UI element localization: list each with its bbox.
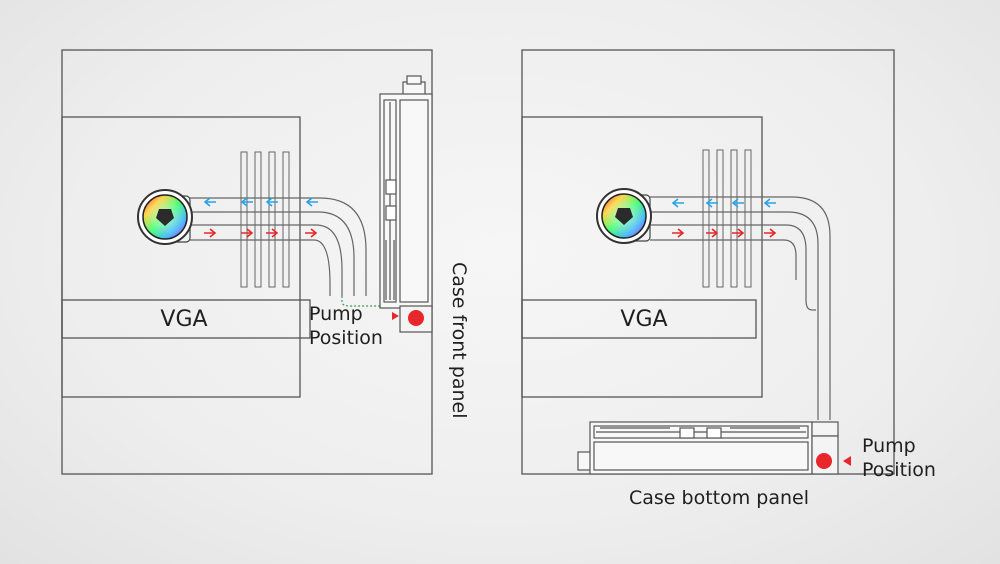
ram-slots-right — [702, 149, 752, 288]
front-radiator — [379, 75, 433, 309]
supply-flow-arrows-right — [672, 228, 777, 238]
cpu-pump-head-right — [596, 188, 652, 244]
bottom-mount-diagram — [521, 49, 895, 475]
pump-label-line2: Position — [309, 327, 383, 349]
bottom-radiator — [577, 421, 813, 475]
vga-card-right — [521, 299, 757, 339]
front-pump-marker — [392, 305, 433, 333]
coolant-tubes — [190, 197, 392, 307]
supply-flow-arrows — [204, 228, 318, 238]
pump-label-line1-right: Pump — [862, 435, 916, 457]
coolant-tubes-right — [650, 196, 831, 420]
front-mount-diagram — [61, 49, 433, 475]
cpu-pump-head — [137, 189, 193, 245]
case-bottom-panel-label: Case bottom panel — [629, 487, 810, 509]
pump-position-label: Pump Position — [309, 302, 383, 350]
vga-card — [61, 299, 311, 339]
motherboard-outline — [61, 116, 301, 398]
ram-slots — [240, 151, 290, 288]
vga-label-right: VGA — [620, 307, 668, 332]
return-flow-arrows-right — [671, 198, 776, 208]
pump-label-line1: Pump — [309, 303, 363, 325]
return-flow-arrows — [203, 197, 318, 207]
pump-position-label-right: Pump Position — [862, 434, 936, 482]
case-front-panel-label: Case front panel — [448, 262, 470, 419]
vga-label: VGA — [160, 307, 208, 332]
case-outline-right — [521, 49, 895, 475]
motherboard-outline-right — [521, 116, 763, 398]
bottom-pump-marker — [811, 421, 851, 475]
pump-label-line2-right: Position — [862, 459, 936, 481]
